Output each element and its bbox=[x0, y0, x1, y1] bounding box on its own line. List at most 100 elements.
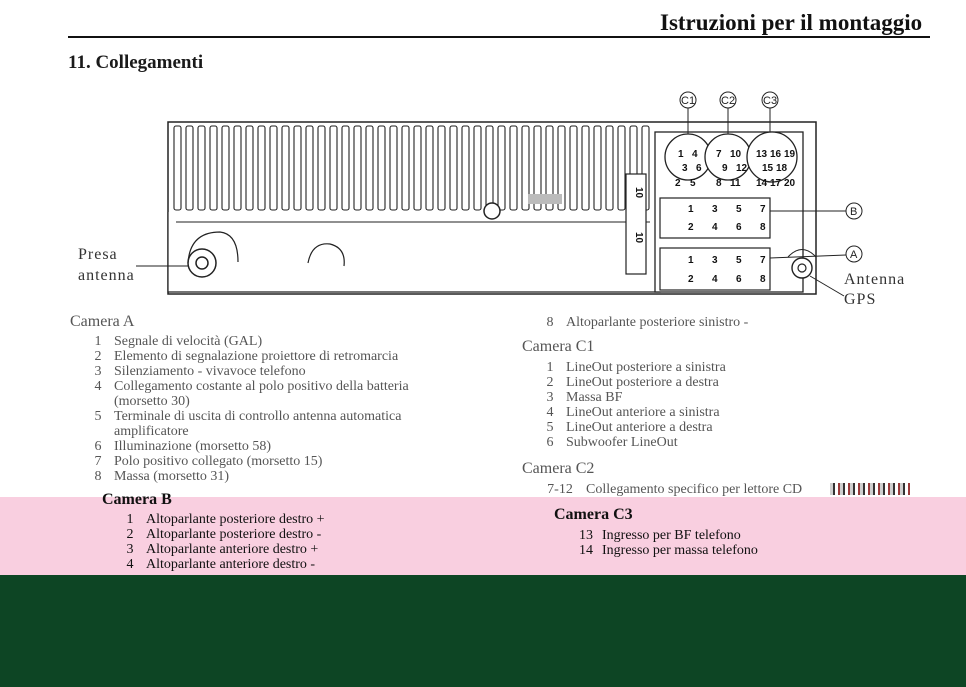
c1-pin-4: 4 bbox=[692, 149, 698, 160]
presa-antenna-label-1: Presa bbox=[78, 246, 118, 263]
heatsink-fin bbox=[425, 125, 434, 211]
c1-pin-6: 6 bbox=[696, 163, 702, 174]
connector-c1: 1 4 3 6 2 5 bbox=[664, 133, 712, 189]
b-pin-6: 6 bbox=[736, 222, 742, 233]
heatsink-fin bbox=[365, 125, 374, 211]
header-rule bbox=[68, 36, 930, 38]
a-pin-6: 6 bbox=[736, 274, 742, 285]
block-a: 1 3 5 7 2 4 6 8 A bbox=[659, 245, 863, 291]
presa-antenna-label-2: antenna bbox=[78, 267, 135, 284]
fuse-label-bottom: 10 bbox=[633, 232, 644, 244]
heatsink-fin bbox=[317, 125, 326, 211]
a-pin-1: 1 bbox=[688, 255, 694, 266]
connector-c3: 13 16 19 15 18 14 17 20 bbox=[746, 131, 798, 189]
camera-c2-title: Camera C2 bbox=[522, 460, 595, 477]
heatsink-fin bbox=[449, 125, 458, 211]
c3-pin-17: 17 bbox=[770, 178, 782, 189]
block-b: 1 3 5 7 2 4 6 8 B bbox=[659, 197, 863, 239]
heatsink-fin bbox=[545, 125, 554, 211]
callout-c3-label: C3 bbox=[763, 95, 777, 107]
heatsink-fin bbox=[413, 125, 422, 211]
b-pin-2: 2 bbox=[688, 222, 694, 233]
c2-pin-7: 7 bbox=[716, 149, 722, 160]
heatsink-fin bbox=[209, 125, 218, 211]
scan-artifact bbox=[830, 483, 910, 495]
heatsink-fin bbox=[257, 125, 266, 211]
heatsink-fin bbox=[401, 125, 410, 211]
heatsink-fin bbox=[281, 125, 290, 211]
heatsink-fins bbox=[173, 125, 650, 211]
heatsink-fin bbox=[245, 125, 254, 211]
heatsink-fin bbox=[509, 125, 518, 211]
heatsink-fin bbox=[185, 125, 194, 211]
antenna-gps-label-1: Antenna bbox=[844, 271, 905, 288]
camera-a-title: Camera A bbox=[70, 313, 135, 330]
a-pin-8: 8 bbox=[760, 274, 766, 285]
b-pin-7: 7 bbox=[760, 204, 766, 215]
fuse-label-top: 10 bbox=[633, 187, 644, 199]
connector-c2: 7 10 9 12 8 11 bbox=[704, 133, 752, 189]
c2-pin-11: 11 bbox=[730, 178, 741, 189]
c1-pin-5: 5 bbox=[690, 178, 696, 189]
b-pin-5: 5 bbox=[736, 204, 742, 215]
block-a-label: A bbox=[850, 249, 858, 261]
callout-c2: C2 bbox=[719, 91, 737, 134]
heatsink-fin bbox=[233, 125, 242, 211]
heatsink-fin bbox=[557, 125, 566, 211]
c3-pin-14: 14 bbox=[756, 178, 768, 189]
heatsink-fin bbox=[377, 125, 386, 211]
heatsink-fin bbox=[329, 125, 338, 211]
fuse-holder bbox=[625, 173, 647, 275]
b-pin-3: 3 bbox=[712, 204, 718, 215]
heatsink-fin bbox=[341, 125, 350, 211]
heatsink-fin bbox=[497, 125, 506, 211]
heatsink-fin bbox=[473, 125, 482, 211]
b-pin-8: 8 bbox=[760, 222, 766, 233]
heatsink-fin bbox=[593, 125, 602, 211]
camera-c1-title: Camera C1 bbox=[522, 338, 595, 355]
c1-pin-3: 3 bbox=[682, 163, 688, 174]
a-pin-3: 3 bbox=[712, 255, 718, 266]
connection-diagram: 10 10 1 4 3 6 2 5 7 10 9 12 8 11 13 16 1… bbox=[78, 91, 905, 308]
callout-c1-label: C1 bbox=[681, 95, 695, 107]
heatsink-fin bbox=[353, 125, 362, 211]
a-pin-5: 5 bbox=[736, 255, 742, 266]
green-band bbox=[0, 575, 966, 687]
c1-pin-2: 2 bbox=[675, 178, 681, 189]
b-pin-1: 1 bbox=[688, 204, 694, 215]
screw bbox=[483, 202, 501, 220]
heatsink-fin bbox=[521, 125, 530, 211]
c3-pin-18: 18 bbox=[776, 163, 788, 174]
heatsink-fin bbox=[305, 125, 314, 211]
heatsink-fin bbox=[617, 125, 626, 211]
heatsink-fin bbox=[581, 125, 590, 211]
pink-band bbox=[0, 497, 966, 575]
c3-pin-16: 16 bbox=[770, 149, 782, 160]
camera-c3-title: Camera C3 bbox=[554, 506, 633, 523]
b-pin-4: 4 bbox=[712, 222, 718, 233]
callout-c3: C3 bbox=[761, 91, 779, 132]
c3-pin-19: 19 bbox=[784, 149, 796, 160]
a-pin-2: 2 bbox=[688, 274, 694, 285]
heatsink-fin bbox=[293, 125, 302, 211]
heatsink-fin bbox=[461, 125, 470, 211]
section-title: 11. Collegamenti bbox=[68, 52, 204, 73]
c2-pin-9: 9 bbox=[722, 163, 728, 174]
camera-b-title: Camera B bbox=[102, 491, 172, 508]
callout-c2-label: C2 bbox=[721, 95, 735, 107]
